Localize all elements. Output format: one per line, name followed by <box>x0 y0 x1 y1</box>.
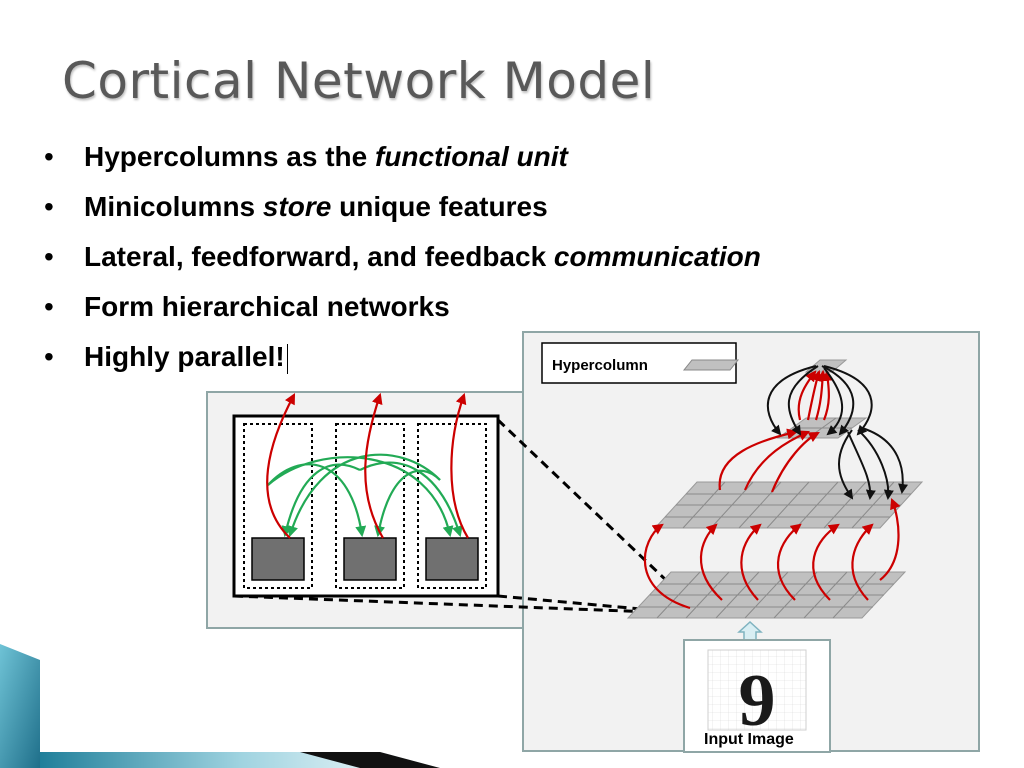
input-arrow-icon <box>737 620 763 641</box>
bullet-emphasis: store <box>262 191 332 222</box>
bullet-marker: • <box>44 241 54 272</box>
feedforward-connections <box>266 392 469 539</box>
bullet-text: Form hierarchical networks <box>84 291 450 322</box>
bullet-emphasis: communication <box>553 241 761 272</box>
bullet-marker: • <box>44 291 54 322</box>
bullet-item: • Form hierarchical networks <box>44 287 761 337</box>
bullet-text: Highly parallel! <box>84 341 285 372</box>
input-image-label: Input Image <box>704 731 794 748</box>
layer-middle <box>653 481 924 529</box>
bullet-item: • Highly parallel! <box>44 337 761 387</box>
layer-bottom <box>626 571 907 619</box>
minicolumn-outline <box>243 423 313 589</box>
network-feedforward <box>643 369 901 610</box>
minicolumn-unit <box>251 537 305 581</box>
bullet-item: • Hypercolumns as the functional unit <box>44 137 761 187</box>
bullet-text: Hypercolumns as the <box>84 141 375 172</box>
zoom-lines <box>233 418 692 614</box>
input-digit: 9 <box>739 660 776 742</box>
minicolumn-unit <box>343 537 397 581</box>
bullet-text: Lateral, feedforward, and feedback <box>84 241 554 272</box>
layer-upper <box>776 417 868 439</box>
bullet-emphasis: functional unit <box>374 141 568 172</box>
slide-title: Cortical Network Model <box>62 52 656 110</box>
legend-label: Hypercolumn <box>552 357 648 374</box>
lateral-connections <box>267 453 463 538</box>
input-image-box <box>683 639 831 753</box>
bullet-tail: unique features <box>331 191 548 222</box>
bullet-marker: • <box>44 191 54 222</box>
hypercolumn-legend-icon <box>682 359 740 371</box>
bullet-item: • Minicolumns store unique features <box>44 187 761 237</box>
hypercolumn-detail <box>232 392 500 598</box>
minicolumn-unit <box>425 537 479 581</box>
theme-decoration <box>0 644 440 768</box>
minicolumn-outline <box>417 423 487 589</box>
legend <box>541 342 740 384</box>
bullet-text: Minicolumns <box>84 191 263 222</box>
bullet-marker: • <box>44 141 54 172</box>
input-image-grid <box>707 649 807 731</box>
minicolumn-outline <box>335 423 405 589</box>
bullet-marker: • <box>44 341 54 372</box>
network-feedback <box>766 365 909 500</box>
bullet-list: • Hypercolumns as the functional unit • Mi… <box>44 137 761 387</box>
text-cursor <box>286 343 288 374</box>
bullet-item: • Lateral, feedforward, and feedback comm… <box>44 237 761 287</box>
